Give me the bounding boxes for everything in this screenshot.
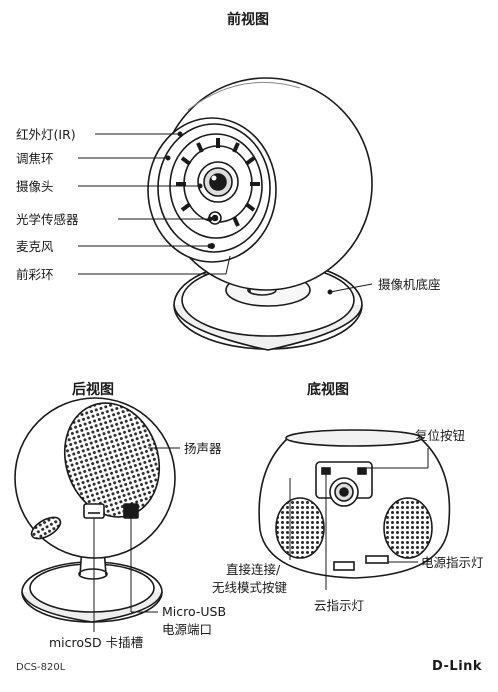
label-ir: 红外灯(IR) xyxy=(16,127,76,142)
label-focus-ring: 调焦环 xyxy=(16,151,54,166)
front-view-title: 前视图 xyxy=(227,12,269,28)
label-camera: 摄像头 xyxy=(16,179,54,194)
label-cloud-led: 云指示灯 xyxy=(314,598,365,613)
label-reset: 复位按钮 xyxy=(415,428,466,443)
label-microphone: 麦克风 xyxy=(16,239,54,254)
bottom-view-camera xyxy=(258,429,451,579)
front-leaders xyxy=(78,131,373,295)
bottom-leaders xyxy=(289,448,429,590)
label-front-ring: 前彩环 xyxy=(16,267,54,282)
brand-logo: D-Link xyxy=(432,659,483,674)
label-base: 摄像机底座 xyxy=(378,277,441,292)
back-view-camera xyxy=(14,397,176,623)
front-view-camera xyxy=(147,77,373,351)
label-speaker: 扬声器 xyxy=(184,441,222,456)
label-direct-line1: 直接连接/ xyxy=(226,562,281,577)
label-direct-line2: 无线模式按键 xyxy=(212,580,288,595)
label-usb-line1: Micro-USB xyxy=(162,604,227,619)
bottom-view-title: 底视图 xyxy=(307,382,349,398)
label-power-led: 电源指示灯 xyxy=(421,555,484,570)
back-leaders xyxy=(93,447,180,632)
model-number: DCS-820L xyxy=(16,662,66,673)
back-view-title: 后视图 xyxy=(72,382,114,398)
label-light-sensor: 光学传感器 xyxy=(16,212,79,227)
label-microsd: microSD 卡插槽 xyxy=(49,635,144,650)
label-usb-line2: 电源端口 xyxy=(162,622,213,637)
